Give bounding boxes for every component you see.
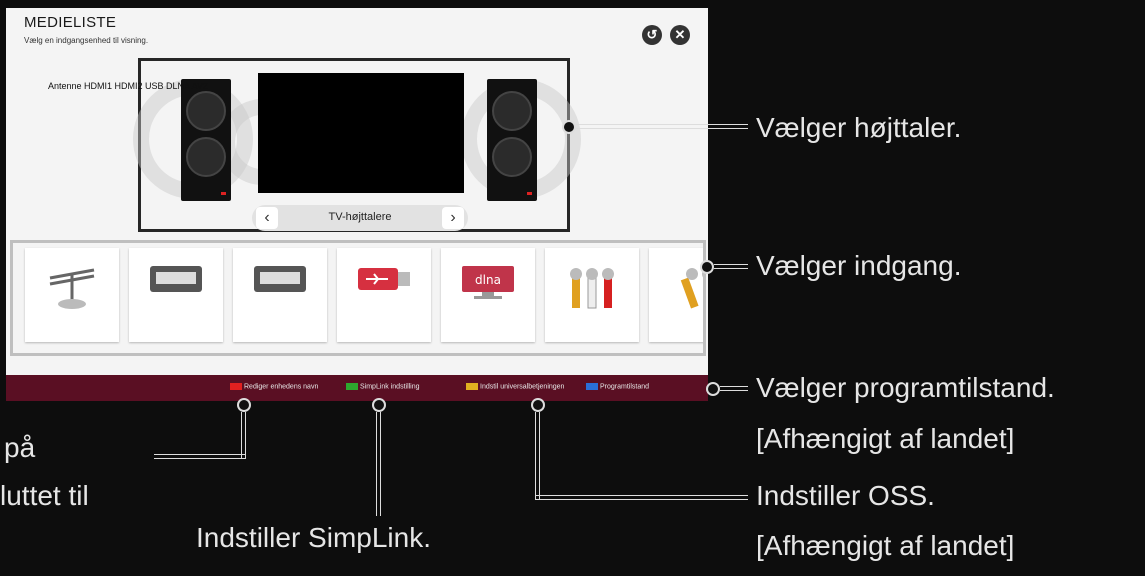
speaker-selector-area[interactable]: ‹ TV-højttalere › <box>133 58 581 232</box>
chevron-right-icon[interactable]: › <box>442 207 464 229</box>
input-tile-antenna[interactable] <box>25 248 119 342</box>
tv-screen-icon <box>258 73 464 193</box>
green-key-simplink[interactable]: SimpLink indstilling <box>346 383 420 390</box>
input-tile-component[interactable] <box>649 248 703 342</box>
callout-hline-oss <box>535 495 748 500</box>
media-list-panel: MEDIELISTE Vælg en indgangsenhed til vis… <box>6 8 708 375</box>
dlna-badge: dlna <box>475 273 501 287</box>
av-icon <box>545 264 639 315</box>
input-list[interactable]: dlna <box>10 240 706 356</box>
yellow-key-universal-control[interactable]: Indstil universalbetjeningen <box>466 383 564 390</box>
speaker-output-selector[interactable]: ‹ TV-højttalere › <box>252 205 468 231</box>
callout-vline-simplink <box>376 412 381 516</box>
page-subtitle: Vælg en indgangsenhed til visning. <box>24 36 149 45</box>
page-title: MEDIELISTE <box>24 14 117 31</box>
input-tile-hdmi2[interactable] <box>233 248 327 342</box>
callout-speaker-text: Vælger højttaler. <box>756 112 962 143</box>
callout-dot-edit-name <box>237 398 251 412</box>
close-icon[interactable]: ✕ <box>670 25 690 45</box>
callout-line-input <box>714 264 748 269</box>
callout-dot-simplink <box>372 398 386 412</box>
callout-line-speaker <box>576 124 748 129</box>
red-key-edit-device-name[interactable]: Rediger enhedens navn <box>230 383 318 390</box>
callout-dot-speaker <box>562 120 576 134</box>
callout-dot-oss <box>531 398 545 412</box>
callout-left-partial-2: luttet til <box>0 480 89 511</box>
input-tile-usb[interactable] <box>337 248 431 342</box>
component-icon <box>649 264 703 315</box>
hdmi-icon <box>129 264 223 299</box>
chevron-left-icon[interactable]: ‹ <box>256 207 278 229</box>
callout-vline-edit-name <box>241 412 246 458</box>
bottom-color-key-bar: Rediger enhedens navn SimpLink indstilli… <box>6 375 708 401</box>
input-tile-dlna[interactable]: dlna <box>441 248 535 342</box>
callout-program-mode-note: [Afhængigt af landet] <box>756 423 1015 454</box>
callout-input-text: Vælger indgang. <box>756 250 962 281</box>
blue-key-program-mode[interactable]: Programtilstand <box>586 383 649 390</box>
left-speaker-icon <box>181 79 231 201</box>
hdmi-icon <box>233 264 327 299</box>
dlna-icon: dlna <box>441 264 535 305</box>
callout-program-mode-text: Vælger programtilstand. <box>756 372 1055 403</box>
input-tile-av2[interactable] <box>545 248 639 342</box>
callout-hline-edit-name <box>154 454 246 459</box>
callout-left-partial-1: på <box>4 432 36 463</box>
usb-icon <box>337 264 431 299</box>
antenna-icon <box>25 264 119 317</box>
callout-oss-note: [Afhængigt af landet] <box>756 530 1015 561</box>
input-tile-hdmi1[interactable] <box>129 248 223 342</box>
speaker-selected-label: TV-højttalere <box>328 211 392 223</box>
callout-dot-program <box>706 382 720 396</box>
callout-dot-input <box>700 260 714 274</box>
back-icon[interactable]: ↺ <box>642 25 662 45</box>
input-names-label: Antenne HDMI1 HDMI2 USB DLNA AV2 <box>48 81 208 91</box>
right-speaker-icon <box>487 79 537 201</box>
callout-oss-text: Indstiller OSS. <box>756 480 935 511</box>
callout-line-program <box>720 386 748 391</box>
callout-vline-oss <box>535 412 540 500</box>
callout-simplink-text: Indstiller SimpLink. <box>196 522 431 553</box>
